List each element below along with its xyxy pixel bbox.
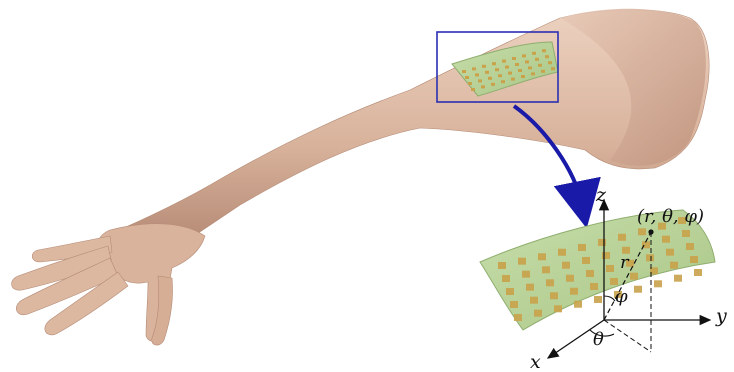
sensor-pad: [538, 253, 546, 260]
sensor-pad: [462, 70, 466, 73]
point-marker: [648, 229, 653, 234]
sensor-pad: [590, 283, 598, 290]
sensor-pad: [551, 67, 555, 70]
sensor-pad: [646, 254, 654, 261]
sensor-pad: [606, 265, 614, 272]
sensor-pad: [548, 61, 552, 64]
sensor-pad: [492, 62, 496, 65]
sensor-pad: [578, 244, 586, 251]
sensor-pad: [518, 258, 526, 265]
sensor-pad: [602, 252, 610, 259]
sensor-pad: [566, 275, 574, 282]
sensor-pad: [541, 70, 545, 73]
sensor-pad: [478, 79, 482, 82]
sensor-pad: [542, 49, 546, 52]
sensor-pad: [468, 82, 472, 85]
sensor-pad: [550, 292, 558, 299]
sensor-pad: [690, 256, 698, 263]
sensor-pad: [482, 65, 486, 68]
point-coordinates-label: (r, θ, φ): [637, 206, 704, 227]
sensor-pad: [495, 68, 499, 71]
sensor-pad: [674, 275, 682, 282]
sensor-pad: [475, 73, 479, 76]
sensor-pad: [586, 270, 594, 277]
sensor-pad: [498, 74, 502, 77]
radius-label: r: [620, 252, 630, 273]
sensor-pad: [638, 228, 646, 235]
sensor-pad: [634, 286, 642, 293]
sensor-pad: [545, 55, 549, 58]
sensor-pad: [506, 288, 514, 295]
sensor-pad: [514, 314, 522, 321]
sensor-pad: [682, 230, 690, 237]
sensor-pad: [654, 280, 662, 287]
z-axis-label: z: [595, 184, 607, 206]
sensor-pad: [594, 296, 602, 303]
sensor-pad: [598, 239, 606, 246]
sensor-patch-zoomed: [480, 210, 715, 330]
sensor-pad: [570, 288, 578, 295]
sensor-pad: [522, 54, 526, 57]
sensor-pad: [531, 72, 535, 75]
sensor-pad: [686, 243, 694, 250]
sensor-pad: [498, 262, 506, 269]
sensor-pad: [618, 234, 626, 241]
sensor-pad: [630, 273, 638, 280]
sensor-pad: [526, 284, 534, 291]
sensor-pad: [558, 249, 566, 256]
sensor-pad: [518, 69, 522, 72]
sensor-pad: [465, 76, 469, 79]
theta-label: θ: [593, 329, 604, 350]
sensor-pad: [502, 275, 510, 282]
sensor-pad: [485, 71, 489, 74]
sensor-pad: [582, 257, 590, 264]
sensor-pad: [515, 63, 519, 66]
y-axis-label: y: [715, 305, 727, 327]
sensor-pad: [532, 52, 536, 55]
sensor-pad: [522, 271, 530, 278]
phi-label: φ: [615, 286, 628, 307]
sensor-pad: [542, 266, 550, 273]
sensor-pad: [528, 66, 532, 69]
sensor-pad: [670, 262, 678, 269]
sensor-pad: [505, 66, 509, 69]
sensor-pad: [501, 80, 505, 83]
sensor-pad: [535, 58, 539, 61]
sensor-pad: [534, 310, 542, 317]
sensor-pad: [666, 249, 674, 256]
sensor-pad: [481, 85, 485, 88]
sensor-pad: [502, 60, 506, 63]
x-axis-label: x: [530, 351, 541, 372]
sensor-pad: [508, 72, 512, 75]
sensor-pad: [662, 236, 670, 243]
sensor-pad: [562, 262, 570, 269]
sensor-pad: [546, 279, 554, 286]
sensor-pad: [538, 64, 542, 67]
sensor-pad: [488, 77, 492, 80]
sensor-pad: [521, 75, 525, 78]
sensor-pad: [472, 67, 476, 70]
phi-arc: [604, 296, 615, 301]
sensor-pad: [471, 88, 475, 91]
sensor-pad: [554, 305, 562, 312]
projection-line-plane: [604, 320, 651, 352]
sensor-pad: [530, 297, 538, 304]
sensor-pad: [694, 269, 702, 276]
sensor-pad: [525, 60, 529, 63]
sensor-pad: [511, 78, 515, 81]
sensor-pad: [510, 301, 518, 308]
sensor-pad: [610, 278, 618, 285]
sensor-pad: [491, 83, 495, 86]
sensor-pad: [512, 57, 516, 60]
sensor-pad: [574, 301, 582, 308]
